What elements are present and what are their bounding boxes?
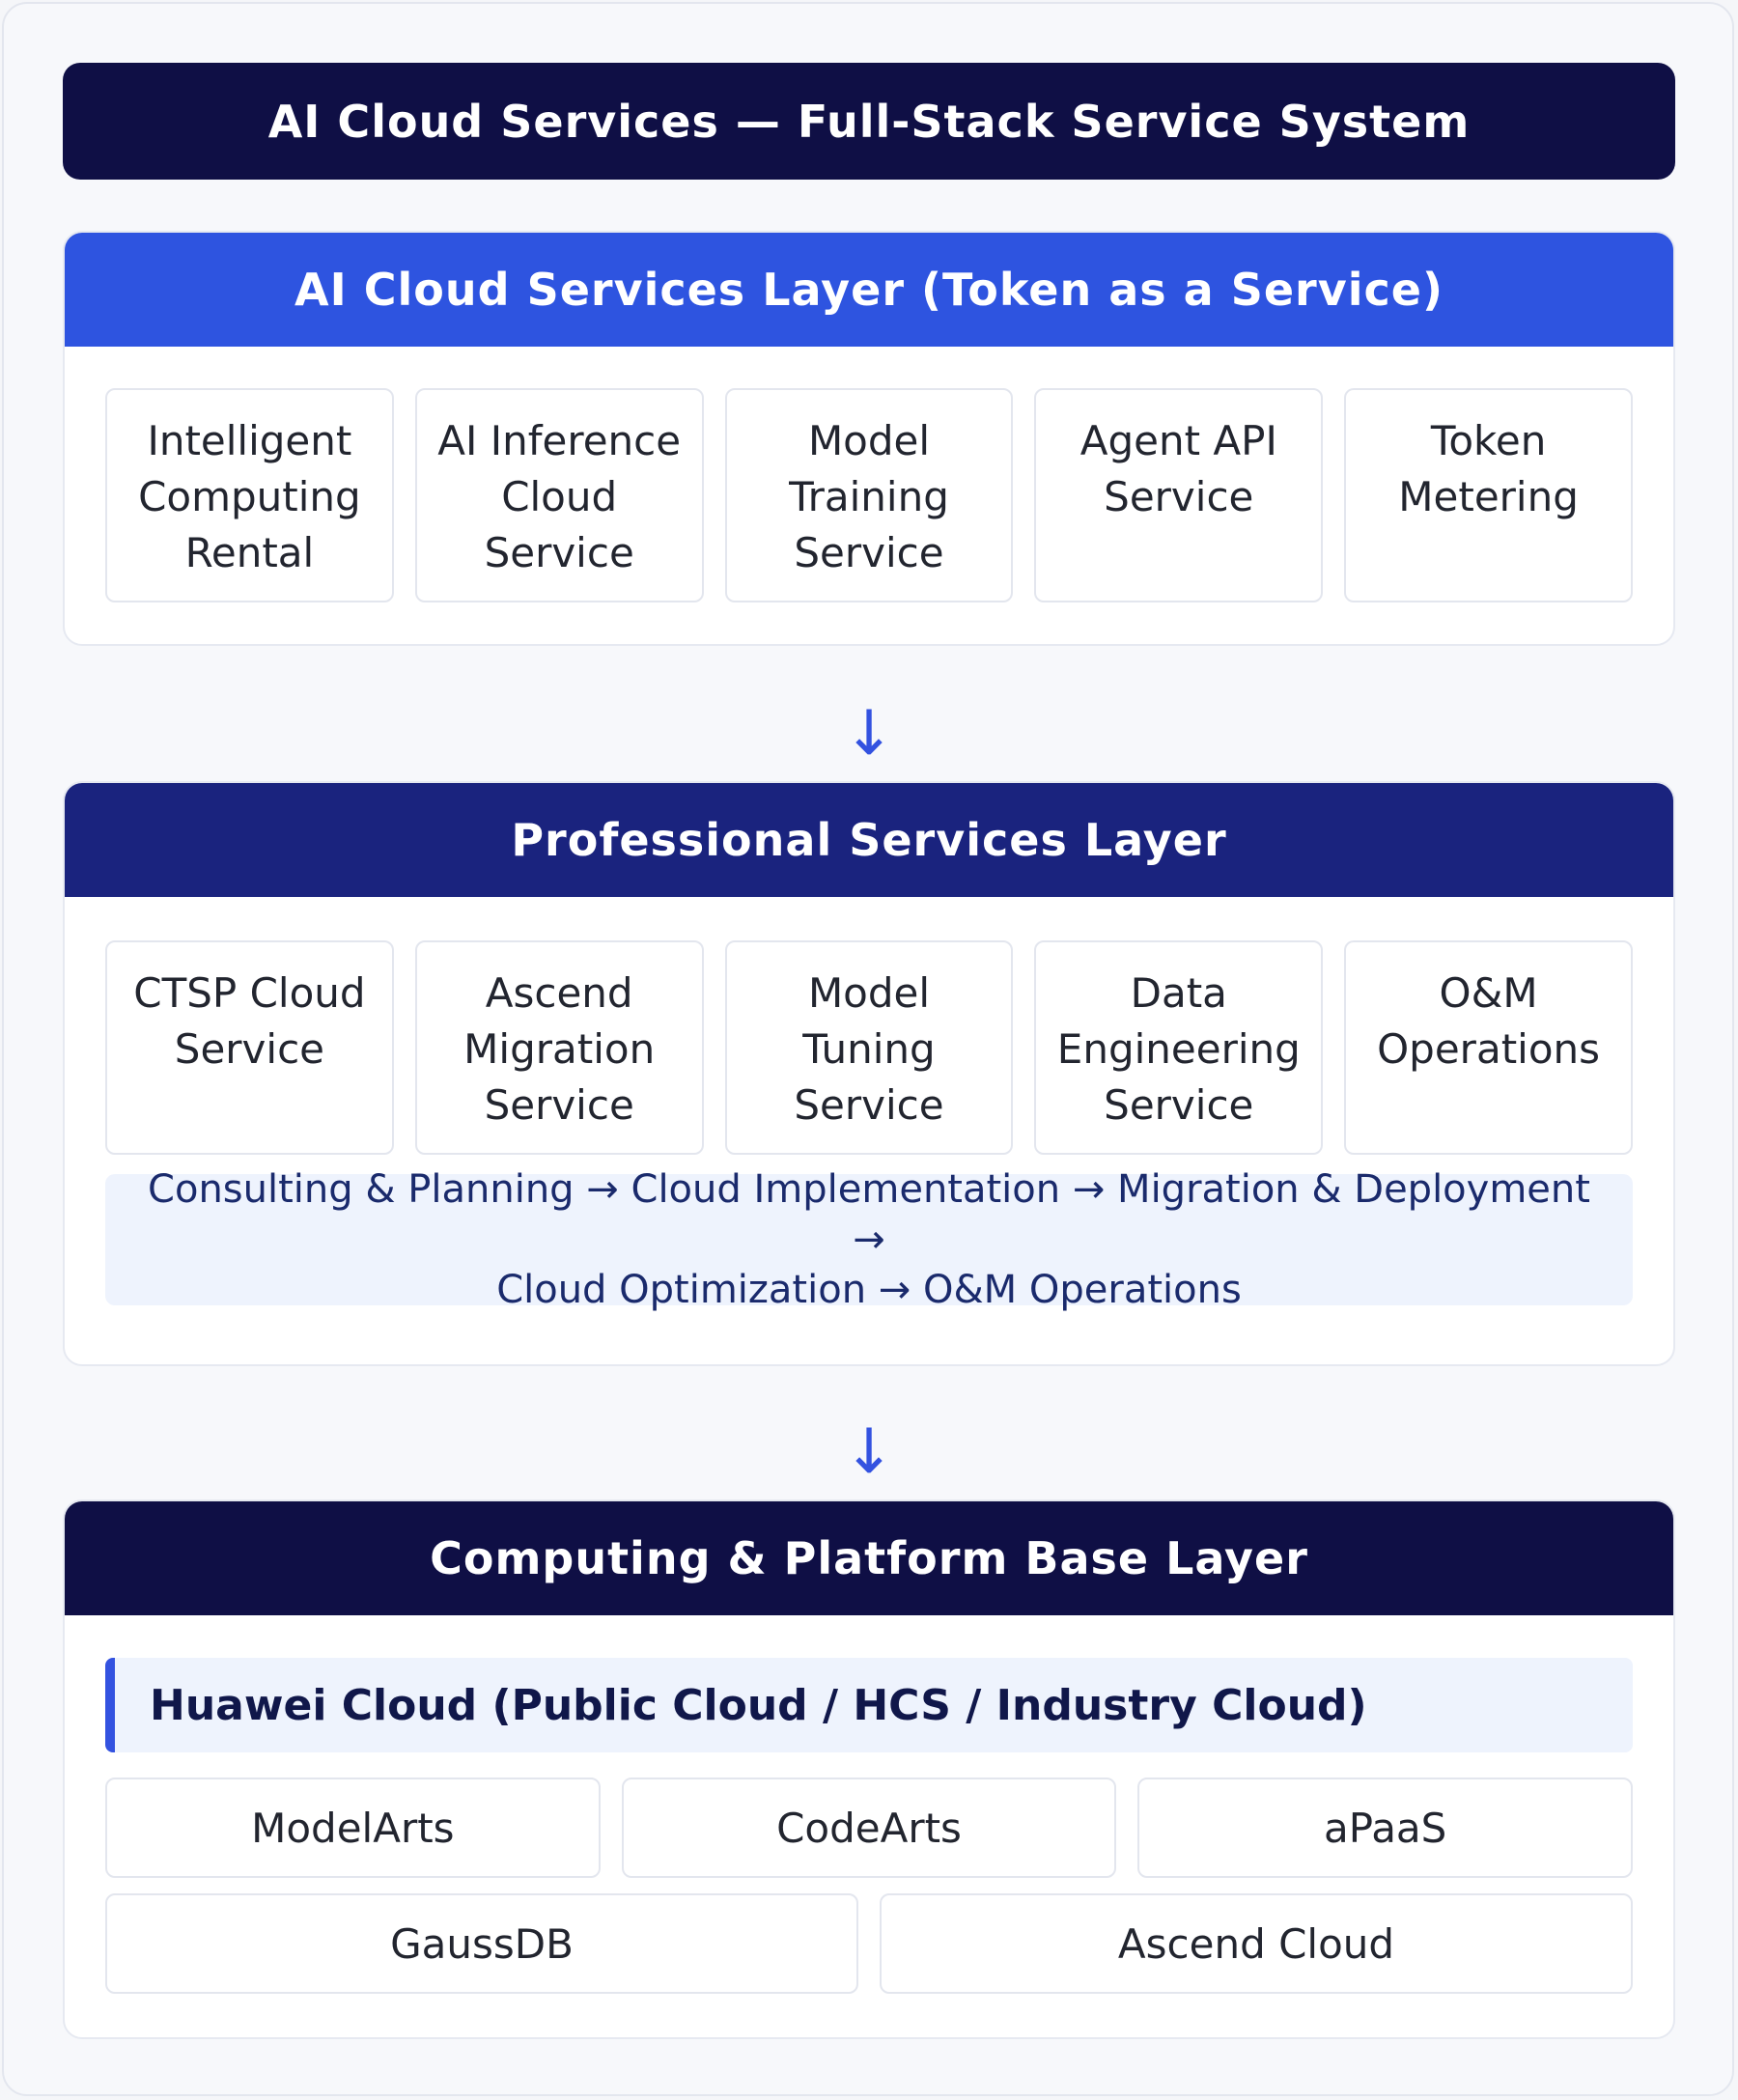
card-line: Service: [794, 1081, 944, 1129]
card-line: Cloud: [501, 473, 618, 520]
flow-line: Consulting & Planning → Cloud Implementa…: [148, 1167, 1590, 1262]
card-line: Token: [1430, 417, 1547, 464]
card-line: Ascend: [485, 969, 633, 1017]
platform-card-gaussdb: GaussDB: [105, 1893, 858, 1994]
card-line: Operations: [1377, 1025, 1601, 1073]
service-card-om-operations: O&M Operations: [1344, 940, 1633, 1155]
card-line: Migration: [463, 1025, 656, 1073]
card-line: Rental: [184, 529, 315, 576]
service-card-agent-api-service: Agent API Service: [1034, 388, 1324, 602]
service-process-flow: Consulting & Planning → Cloud Implementa…: [105, 1167, 1633, 1312]
layer-header: AI Cloud Services Layer (Token as a Serv…: [65, 233, 1673, 347]
card-line: Model: [807, 417, 931, 464]
layer-header: Professional Services Layer: [65, 783, 1673, 897]
platform-card-codearts: CodeArts: [621, 1778, 1117, 1878]
platform-banner: Huawei Cloud (Public Cloud / HCS / Indus…: [105, 1658, 1633, 1752]
down-arrow-icon: ↓: [843, 698, 895, 770]
flow-line: Cloud Optimization → O&M Operations: [496, 1268, 1242, 1312]
card-line: Tuning: [802, 1025, 936, 1073]
card-line: Data: [1130, 969, 1227, 1017]
card-line: Computing: [138, 473, 361, 520]
card-line: Metering: [1398, 473, 1579, 520]
diagram-title: AI Cloud Services — Full-Stack Service S…: [63, 63, 1675, 180]
card-line: Service: [794, 529, 944, 576]
platform-card-ascend-cloud: Ascend Cloud: [880, 1893, 1633, 1994]
card-line: Service: [174, 1025, 325, 1073]
down-arrow-icon: ↓: [843, 1416, 895, 1488]
card-line: Agent API: [1079, 417, 1277, 464]
card-line: Intelligent: [147, 417, 352, 464]
card-line: Service: [484, 529, 634, 576]
layer-header: Computing & Platform Base Layer: [65, 1501, 1673, 1615]
computing-platform-base-layer: Computing & Platform Base Layer Huawei C…: [63, 1499, 1675, 2039]
card-line: Service: [1104, 1081, 1254, 1129]
card-line: Service: [1104, 473, 1254, 520]
card-line: AI Inference: [437, 417, 682, 464]
platform-card-modelarts: ModelArts: [105, 1778, 601, 1878]
card-line: Training: [789, 473, 949, 520]
card-line: CTSP Cloud: [133, 969, 366, 1017]
card-line: O&M: [1439, 969, 1538, 1017]
ai-cloud-services-layer: AI Cloud Services Layer (Token as a Serv…: [63, 231, 1675, 646]
card-line: Model: [807, 969, 931, 1017]
card-line: Engineering: [1056, 1025, 1301, 1073]
card-line: Service: [484, 1081, 634, 1129]
platform-card-apaas: aPaaS: [1137, 1778, 1634, 1878]
